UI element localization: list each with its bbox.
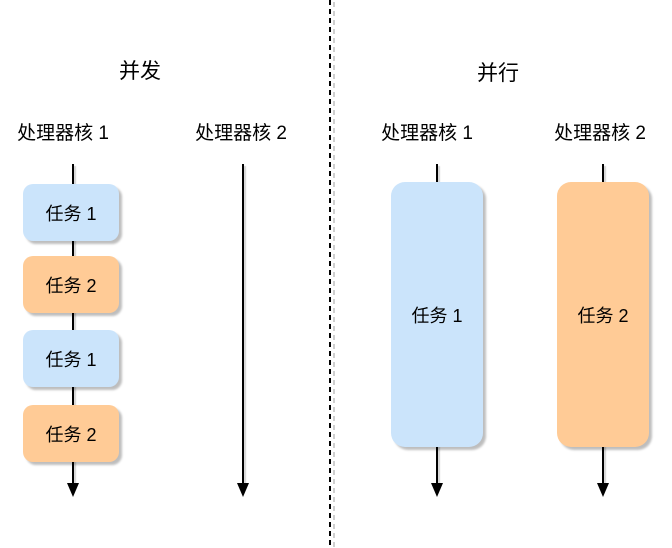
task-label: 任务 1: [45, 349, 97, 370]
timeline-line-concurrency-1: [72, 164, 74, 484]
task-label: 任务 2: [45, 275, 97, 296]
arrow-down-icon: [431, 483, 443, 497]
core-label-concurrency-2: 处理器核 2: [195, 123, 287, 144]
task-label: 任务 2: [577, 305, 629, 326]
timeline-line-concurrency-2: [242, 164, 244, 484]
task-box: 任务 1: [23, 184, 119, 241]
task-box: 任务 1: [23, 330, 119, 387]
arrow-down-icon: [237, 483, 249, 497]
concurrency-title: 并发: [119, 60, 161, 83]
task-label: 任务 2: [45, 424, 97, 445]
arrow-down-icon: [597, 483, 609, 497]
core-label-parallelism-2: 处理器核 2: [554, 123, 646, 144]
task-box: 任务 2: [23, 256, 119, 313]
task-box: 任务 1: [391, 182, 483, 447]
core-label-parallelism-1: 处理器核 1: [381, 123, 473, 144]
parallelism-title: 并行: [477, 62, 519, 85]
divider-dashed-line: [329, 0, 331, 548]
divider-shadow-line: [333, 2, 335, 548]
task-box: 任务 2: [23, 405, 119, 462]
arrow-down-icon: [67, 483, 79, 497]
task-label: 任务 1: [45, 203, 97, 224]
task-box: 任务 2: [557, 182, 649, 447]
task-label: 任务 1: [411, 305, 463, 326]
core-label-concurrency-1: 处理器核 1: [17, 123, 109, 144]
